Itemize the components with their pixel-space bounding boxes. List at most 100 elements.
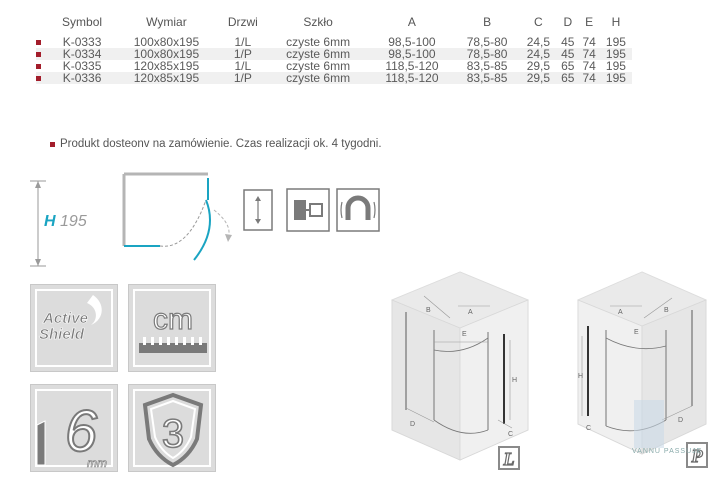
cell: 100x80x195 <box>114 48 219 60</box>
active-shield-line2: Shield <box>39 326 85 343</box>
active-shield-icon: Active Shield <box>39 295 102 343</box>
dim-label-c: C <box>508 431 513 438</box>
col-header-b: B <box>483 15 492 29</box>
dim-label-e: E <box>462 331 467 338</box>
cell: K-0336 <box>50 72 115 84</box>
left-version-badge: L <box>498 446 520 470</box>
note-text: Produkt dosteonv na zamówienie. Czas rea… <box>60 138 382 150</box>
watermark-text: VANNU PASSUJE <box>632 448 703 455</box>
warranty-years: 3 <box>162 412 184 456</box>
col-header-c: C <box>534 15 543 29</box>
cell: 78,5-80 <box>454 48 520 60</box>
cell: 74 <box>578 36 600 48</box>
dim-label-d: D <box>410 421 415 428</box>
cell: 195 <box>599 36 632 48</box>
cell: 1/P <box>218 72 267 84</box>
dim-label-b: B <box>664 307 669 314</box>
cell: 24,5 <box>519 36 558 48</box>
cell: 195 <box>599 60 632 72</box>
cell: 120x85x195 <box>114 60 219 72</box>
table-row: K-0336 120x85x195 1/P czyste 6mm 118,5-1… <box>36 72 632 84</box>
cell: 195 <box>599 72 632 84</box>
dim-label-h: H <box>512 377 517 384</box>
right-version-badge: P <box>686 442 708 468</box>
cell: 29,5 <box>519 72 558 84</box>
cell: 74 <box>578 48 600 60</box>
adjustment-range-tile: cm <box>128 284 216 372</box>
cell: 98,5-100 <box>369 48 455 60</box>
bullet-square <box>36 76 41 82</box>
dim-label-d: D <box>678 417 683 424</box>
cell: 45 <box>557 48 579 60</box>
cell: K-0334 <box>50 48 115 60</box>
availability-note: Produkt dosteonv na zamówienie. Czas rea… <box>50 138 382 150</box>
warranty-tile: 3 <box>128 384 216 472</box>
height-label: H 195 <box>44 213 87 230</box>
glass-thickness-number: 6 <box>65 399 98 464</box>
cell: 1/L <box>218 36 267 48</box>
table-row: K-0333 100x80x195 1/L czyste 6mm 98,5-10… <box>36 36 632 48</box>
col-header-wymiar: Wymiar <box>146 15 187 29</box>
cell: 74 <box>578 60 600 72</box>
cell: K-0335 <box>50 60 115 72</box>
dim-label-c: C <box>586 425 591 432</box>
cell: 29,5 <box>519 60 558 72</box>
spec-table: Symbol Wymiar Drzwi Szkło A B C D E H K-… <box>36 14 632 84</box>
cell: 45 <box>557 36 579 48</box>
cell: czyste 6mm <box>266 36 370 48</box>
door-open-icon <box>243 189 273 231</box>
cell: 120x85x195 <box>114 72 219 84</box>
cell: 24,5 <box>519 48 558 60</box>
cell: 118,5-120 <box>369 60 455 72</box>
col-header-symbol: Symbol <box>62 15 103 29</box>
magnet-icon <box>336 188 380 232</box>
cm-label: cm <box>153 303 193 336</box>
shield-icon: 3 <box>142 392 204 468</box>
cell: 100x80x195 <box>114 36 219 48</box>
cell: 65 <box>557 72 579 84</box>
hinge-icon <box>286 188 330 232</box>
cabin-top-view-diagram <box>122 172 232 261</box>
col-header-a: A <box>407 15 416 29</box>
cell: czyste 6mm <box>266 60 370 72</box>
cell: 83,5-85 <box>454 72 520 84</box>
cell: 78,5-80 <box>454 36 520 48</box>
dim-label-e: E <box>634 329 639 336</box>
bullet-square <box>36 52 41 58</box>
dim-label-a: A <box>618 309 623 316</box>
cell: 65 <box>557 60 579 72</box>
cell: 195 <box>599 48 632 60</box>
col-header-h: H <box>611 15 621 29</box>
cell: 1/P <box>218 48 267 60</box>
col-header-d: D <box>563 15 573 29</box>
active-shield-tile: Active Shield <box>30 284 118 372</box>
cell: 1/L <box>218 60 267 72</box>
table-row: K-0334 100x80x195 1/P czyste 6mm 98,5-10… <box>36 48 632 60</box>
height-dimension-line <box>30 180 46 267</box>
bullet-square <box>36 40 41 46</box>
cell: 98,5-100 <box>369 36 455 48</box>
bullet-square <box>50 141 55 147</box>
cell: czyste 6mm <box>266 48 370 60</box>
dim-label-b: B <box>426 307 431 314</box>
cell: 118,5-120 <box>369 72 455 84</box>
glass-thickness-unit: mm <box>87 456 107 470</box>
cabin-isometric-left: B A E H D C <box>390 271 530 461</box>
cabin-isometric-right: A B E H C D <box>576 271 708 455</box>
active-shield-line1: Active <box>42 310 88 327</box>
col-header-e: E <box>585 15 594 29</box>
cell: K-0333 <box>50 36 115 48</box>
dim-label-a: A <box>468 309 473 316</box>
bullet-square <box>36 64 41 70</box>
table-header-row: Symbol Wymiar Drzwi Szkło A B C D E H <box>36 14 632 36</box>
col-header-drzwi: Drzwi <box>227 15 258 29</box>
cell: 83,5-85 <box>454 60 520 72</box>
cell: 74 <box>578 72 600 84</box>
table-row: K-0335 120x85x195 1/L czyste 6mm 118,5-1… <box>36 60 632 72</box>
cell: czyste 6mm <box>266 72 370 84</box>
dim-label-h: H <box>578 373 583 380</box>
glass-thickness-tile: 6 mm <box>30 384 118 472</box>
glass-thickness-icon: 6 mm <box>36 398 107 470</box>
ruler-icon: cm <box>139 302 207 353</box>
col-header-szklo: Szkło <box>303 15 333 29</box>
